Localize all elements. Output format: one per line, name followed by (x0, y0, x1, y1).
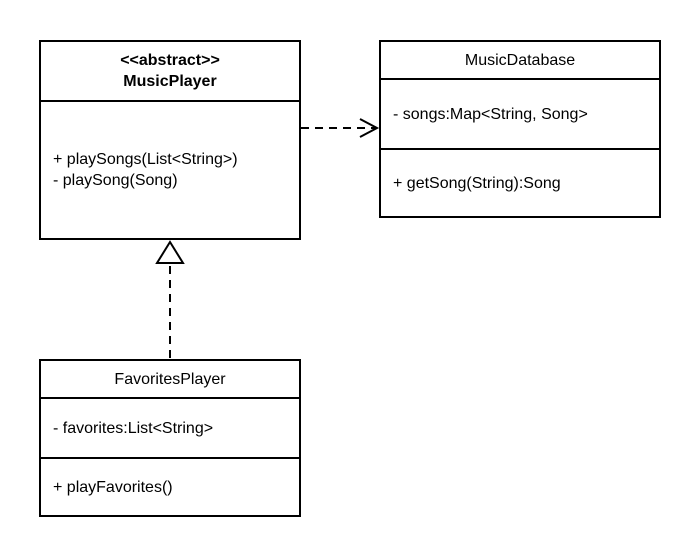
method: + playSongs(List<String>) (53, 151, 238, 168)
dependency-arrow (301, 118, 380, 138)
class-music-database[interactable]: MusicDatabase - songs:Map<String, Song> … (379, 40, 661, 218)
class-name: FavoritesPlayer (114, 370, 226, 388)
class-attributes: - songs:Map<String, Song> (381, 80, 659, 150)
attribute: - songs:Map<String, Song> (393, 105, 588, 123)
class-attributes: - favorites:List<String> (41, 399, 299, 459)
attribute: - favorites:List<String> (53, 419, 214, 437)
class-methods: + playSongs(List<String>) - playSong(Son… (41, 102, 299, 238)
class-stereotype: <<abstract>> (120, 52, 220, 69)
class-music-player[interactable]: <<abstract>> MusicPlayer + playSongs(Lis… (39, 40, 301, 240)
class-name: MusicPlayer (123, 73, 217, 90)
method: + playFavorites() (53, 478, 173, 496)
class-methods: + playFavorites() (41, 459, 299, 515)
method: + getSong(String):Song (393, 174, 561, 192)
realization-arrow (155, 240, 185, 358)
class-header: FavoritesPlayer (41, 361, 299, 399)
class-favorites-player[interactable]: FavoritesPlayer - favorites:List<String>… (39, 359, 301, 517)
class-header: <<abstract>> MusicPlayer (41, 42, 299, 102)
class-name: MusicDatabase (464, 51, 576, 69)
method: - playSong(Song) (53, 172, 178, 189)
class-header: MusicDatabase (381, 42, 659, 80)
realization-triangle (155, 240, 185, 264)
dependency-arrowhead (359, 118, 380, 138)
class-methods: + getSong(String):Song (381, 150, 659, 216)
